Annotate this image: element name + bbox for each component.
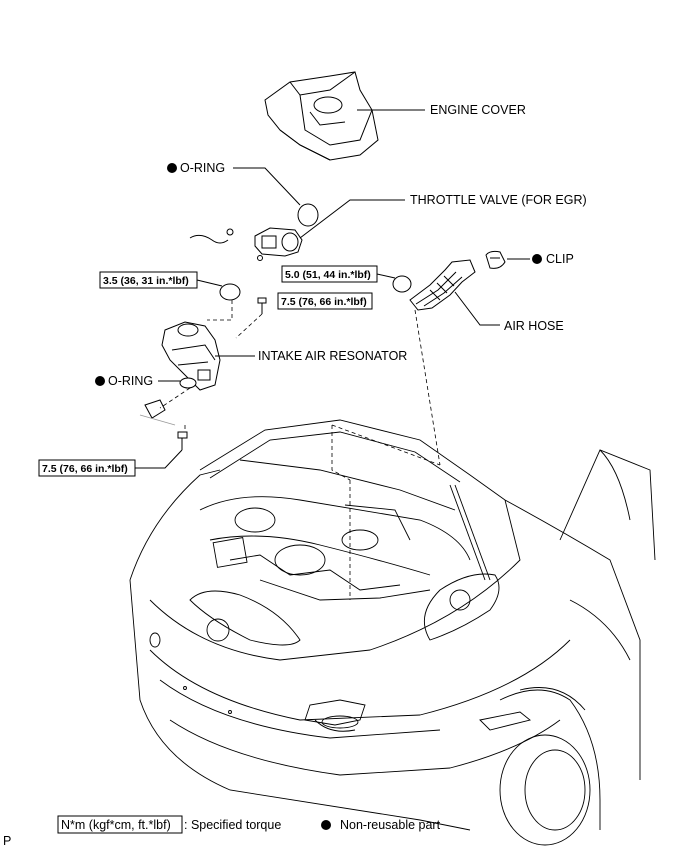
air-hose-leader <box>454 291 500 326</box>
engine-cover-part <box>264 71 379 161</box>
align-line-1 <box>207 300 233 321</box>
corner-mark: P <box>3 834 11 848</box>
hose-clamp-small <box>219 283 241 301</box>
legend-torque-desc: : Specified torque <box>184 818 281 832</box>
align-line-2 <box>235 313 263 339</box>
engine-cover-label: ENGINE COVER <box>430 103 526 117</box>
o-ring-top-label: O-RING <box>180 161 225 175</box>
torque-leader-4 <box>135 449 183 469</box>
legend-nonreusable-desc: Non-reusable part <box>340 818 441 832</box>
bolt-lower <box>177 431 188 450</box>
o-ring-bottom-label: O-RING <box>108 374 153 388</box>
bolt-upper <box>257 297 267 314</box>
non-reusable-dot-clip <box>532 254 542 264</box>
o-ring-top-leader <box>233 167 301 206</box>
legend-nonreusable-dot <box>321 820 331 830</box>
o-ring-top-part <box>297 203 319 227</box>
clip-part <box>485 250 506 269</box>
torque-box-4 <box>38 459 136 477</box>
clip-label: CLIP <box>546 252 574 266</box>
air-hose-label: AIR HOSE <box>504 319 564 333</box>
throttle-valve-leader <box>299 199 405 239</box>
torque-value-3: 7.5 (76, 66 in.*lbf) <box>281 296 367 308</box>
torque-value-2: 5.0 (51, 44 in.*lbf) <box>285 269 371 281</box>
hose-clamp-large <box>392 275 412 293</box>
air-hose-part <box>409 259 476 311</box>
torque-value-1: 3.5 (36, 31 in.*lbf) <box>103 275 189 287</box>
bracket-part <box>139 399 176 426</box>
align-line-3 <box>414 309 441 466</box>
throttle-valve-label: THROTTLE VALVE (FOR EGR) <box>410 193 587 207</box>
o-ring-bottom-part <box>179 377 197 389</box>
align-line-7 <box>331 424 441 466</box>
vehicle-illustration <box>129 419 656 846</box>
torque-leader-1 <box>196 279 223 287</box>
non-reusable-dot-top <box>167 163 177 173</box>
align-line-4 <box>159 387 191 409</box>
legend-torque-unit: N*m (kgf*cm, ft.*lbf) <box>61 818 171 832</box>
torque-value-4: 7.5 (76, 66 in.*lbf) <box>42 463 128 475</box>
legend-torque-box <box>57 815 183 834</box>
throttle-valve-part <box>189 227 303 261</box>
torque-leader-2 <box>376 273 396 279</box>
align-line-6 <box>331 425 351 481</box>
intake-air-resonator-label: INTAKE AIR RESONATOR <box>258 349 407 363</box>
torque-box-3 <box>277 292 373 310</box>
non-reusable-dot-bottom <box>95 376 105 386</box>
intake-air-resonator-part <box>161 321 221 391</box>
